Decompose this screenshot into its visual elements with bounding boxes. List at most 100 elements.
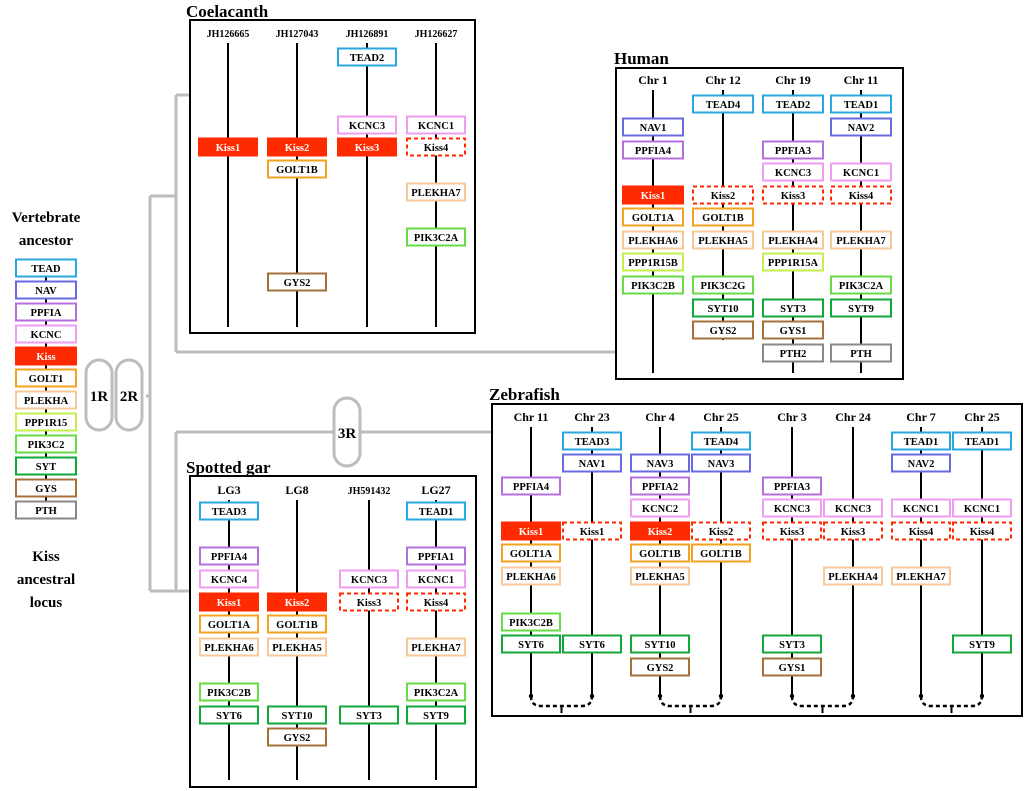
gene-pik3c2g: PIK3C2G	[692, 275, 754, 295]
gene-ppp1r15b: PPP1R15B	[622, 252, 684, 272]
gene-box	[562, 521, 622, 541]
gene-label: SYT6	[216, 711, 242, 722]
gene-box	[267, 592, 327, 612]
gene-box	[762, 521, 822, 541]
gene-label: SYT9	[423, 711, 449, 722]
gene-box	[339, 705, 399, 725]
gene-syt3: SYT3	[762, 298, 824, 318]
gene-box	[15, 456, 77, 476]
gene-label: PLEKHA6	[506, 572, 556, 583]
panel-title: Spotted gar	[186, 458, 271, 477]
gene-box	[762, 252, 824, 272]
gene-box	[406, 182, 466, 202]
gene-label: GOLT1A	[208, 620, 251, 631]
duplication-events: 1R 2R 3R	[84, 358, 362, 468]
gene-box	[630, 543, 690, 563]
gene-plekha7: PLEKHA7	[406, 637, 466, 657]
chromosome-label: Chr 25	[703, 410, 738, 424]
gene-box	[622, 275, 684, 295]
gene-plekha6: PLEKHA6	[501, 566, 561, 586]
gene-syt10: SYT10	[630, 634, 690, 654]
gene-gys1: GYS1	[762, 657, 822, 677]
gene-label: GYS	[35, 484, 57, 495]
chromosome-label: LG8	[285, 483, 308, 497]
gene-golt1b: GOLT1B	[267, 614, 327, 634]
gene-label: NAV3	[647, 459, 674, 470]
chromosome-chr-4: Chr 4NAV3PPFIA2KCNC2Kiss2GOLT1BPLEKHA5SY…	[630, 410, 690, 696]
gene-label: KCNC1	[418, 121, 454, 132]
gene-box	[562, 634, 622, 654]
chromosome-chr-12: Chr 12TEAD4Kiss2GOLT1BPLEKHA5PIK3C2GSYT1…	[692, 73, 754, 340]
gene-label: PLEKHA7	[896, 572, 946, 583]
gene-gys2: GYS2	[267, 272, 327, 292]
gene-box	[267, 159, 327, 179]
gene-box	[267, 614, 327, 634]
gene-label: Kiss4	[970, 527, 995, 538]
gene-label: TEAD1	[844, 100, 878, 111]
gene-kcnc1: KCNC1	[891, 498, 951, 518]
gene-kcnc1: KCNC1	[406, 115, 466, 135]
gene-label: PLEKHA7	[411, 643, 461, 654]
gene-box	[630, 634, 690, 654]
gene-tead1: TEAD1	[830, 94, 892, 114]
chromosome-label: Chr 12	[705, 73, 740, 87]
gene-kiss: Kiss	[15, 346, 77, 366]
gene-box	[691, 453, 751, 473]
gene-plekha4: PLEKHA4	[823, 566, 883, 586]
gene-kcnc3: KCNC3	[337, 115, 397, 135]
gene-label: PPP1R15	[25, 418, 68, 429]
gene-label: PPFIA4	[211, 552, 248, 563]
gene-kiss2: Kiss2	[692, 185, 754, 205]
gene-kiss4: Kiss4	[406, 137, 466, 157]
gene-box	[199, 501, 259, 521]
gene-label: PLEKHA6	[204, 643, 254, 654]
gene-label: GOLT1A	[510, 549, 553, 560]
gene-ppfia4: PPFIA4	[199, 546, 259, 566]
chromosome-label: JH127043	[276, 29, 319, 40]
gene-label: SYT9	[969, 640, 995, 651]
gene-label: KCNC4	[211, 575, 248, 586]
gene-label: KCNC	[31, 330, 62, 341]
gene-label: TEAD1	[904, 437, 938, 448]
gene-label: Kiss4	[849, 191, 874, 202]
chromosome-end-dot	[718, 693, 724, 699]
gene-box	[267, 727, 327, 747]
gene-box	[267, 637, 327, 657]
gene-label: PLEKHA5	[698, 236, 748, 247]
gene-label: TEAD4	[706, 100, 741, 111]
gene-pik3c2b: PIK3C2B	[199, 682, 259, 702]
gene-ppfia: PPFIA	[15, 302, 77, 322]
gene-box	[891, 453, 951, 473]
gene-golt1b: GOLT1B	[691, 543, 751, 563]
gene-golt1b: GOLT1B	[267, 159, 327, 179]
gene-label: TEAD1	[419, 507, 453, 518]
gene-box	[830, 230, 892, 250]
gene-label: SYT9	[848, 304, 874, 315]
gene-label: Kiss4	[424, 598, 449, 609]
pair-bracket	[790, 695, 855, 708]
gene-tead1: TEAD1	[891, 431, 951, 451]
gene-kiss3: Kiss3	[337, 137, 397, 157]
gene-syt6: SYT6	[199, 705, 259, 725]
gene-kiss4: Kiss4	[891, 521, 951, 541]
chromosome-end-dot	[528, 693, 534, 699]
gene-box	[762, 185, 824, 205]
gene-box	[830, 298, 892, 318]
chromosome-end-dot	[979, 693, 985, 699]
gene-label: KCNC1	[964, 504, 1000, 515]
ancestor-footer-line3: locus	[30, 595, 63, 611]
chromosome-label: Chr 24	[835, 410, 870, 424]
gene-label: KCNC1	[418, 575, 454, 586]
gene-label: PTH	[850, 349, 872, 360]
gene-box	[199, 682, 259, 702]
gene-label: Kiss4	[909, 527, 934, 538]
gene-box	[406, 137, 466, 157]
gene-box	[762, 94, 824, 114]
gene-box	[15, 324, 77, 344]
gene-label: Kiss2	[648, 527, 673, 538]
panel-human: Human Chr 1NAV1PPFIA4Kiss1GOLT1APLEKHA6P…	[614, 49, 904, 380]
gene-label: KCNC3	[835, 504, 871, 515]
gene-kiss1: Kiss1	[622, 185, 684, 205]
gene-box	[622, 230, 684, 250]
